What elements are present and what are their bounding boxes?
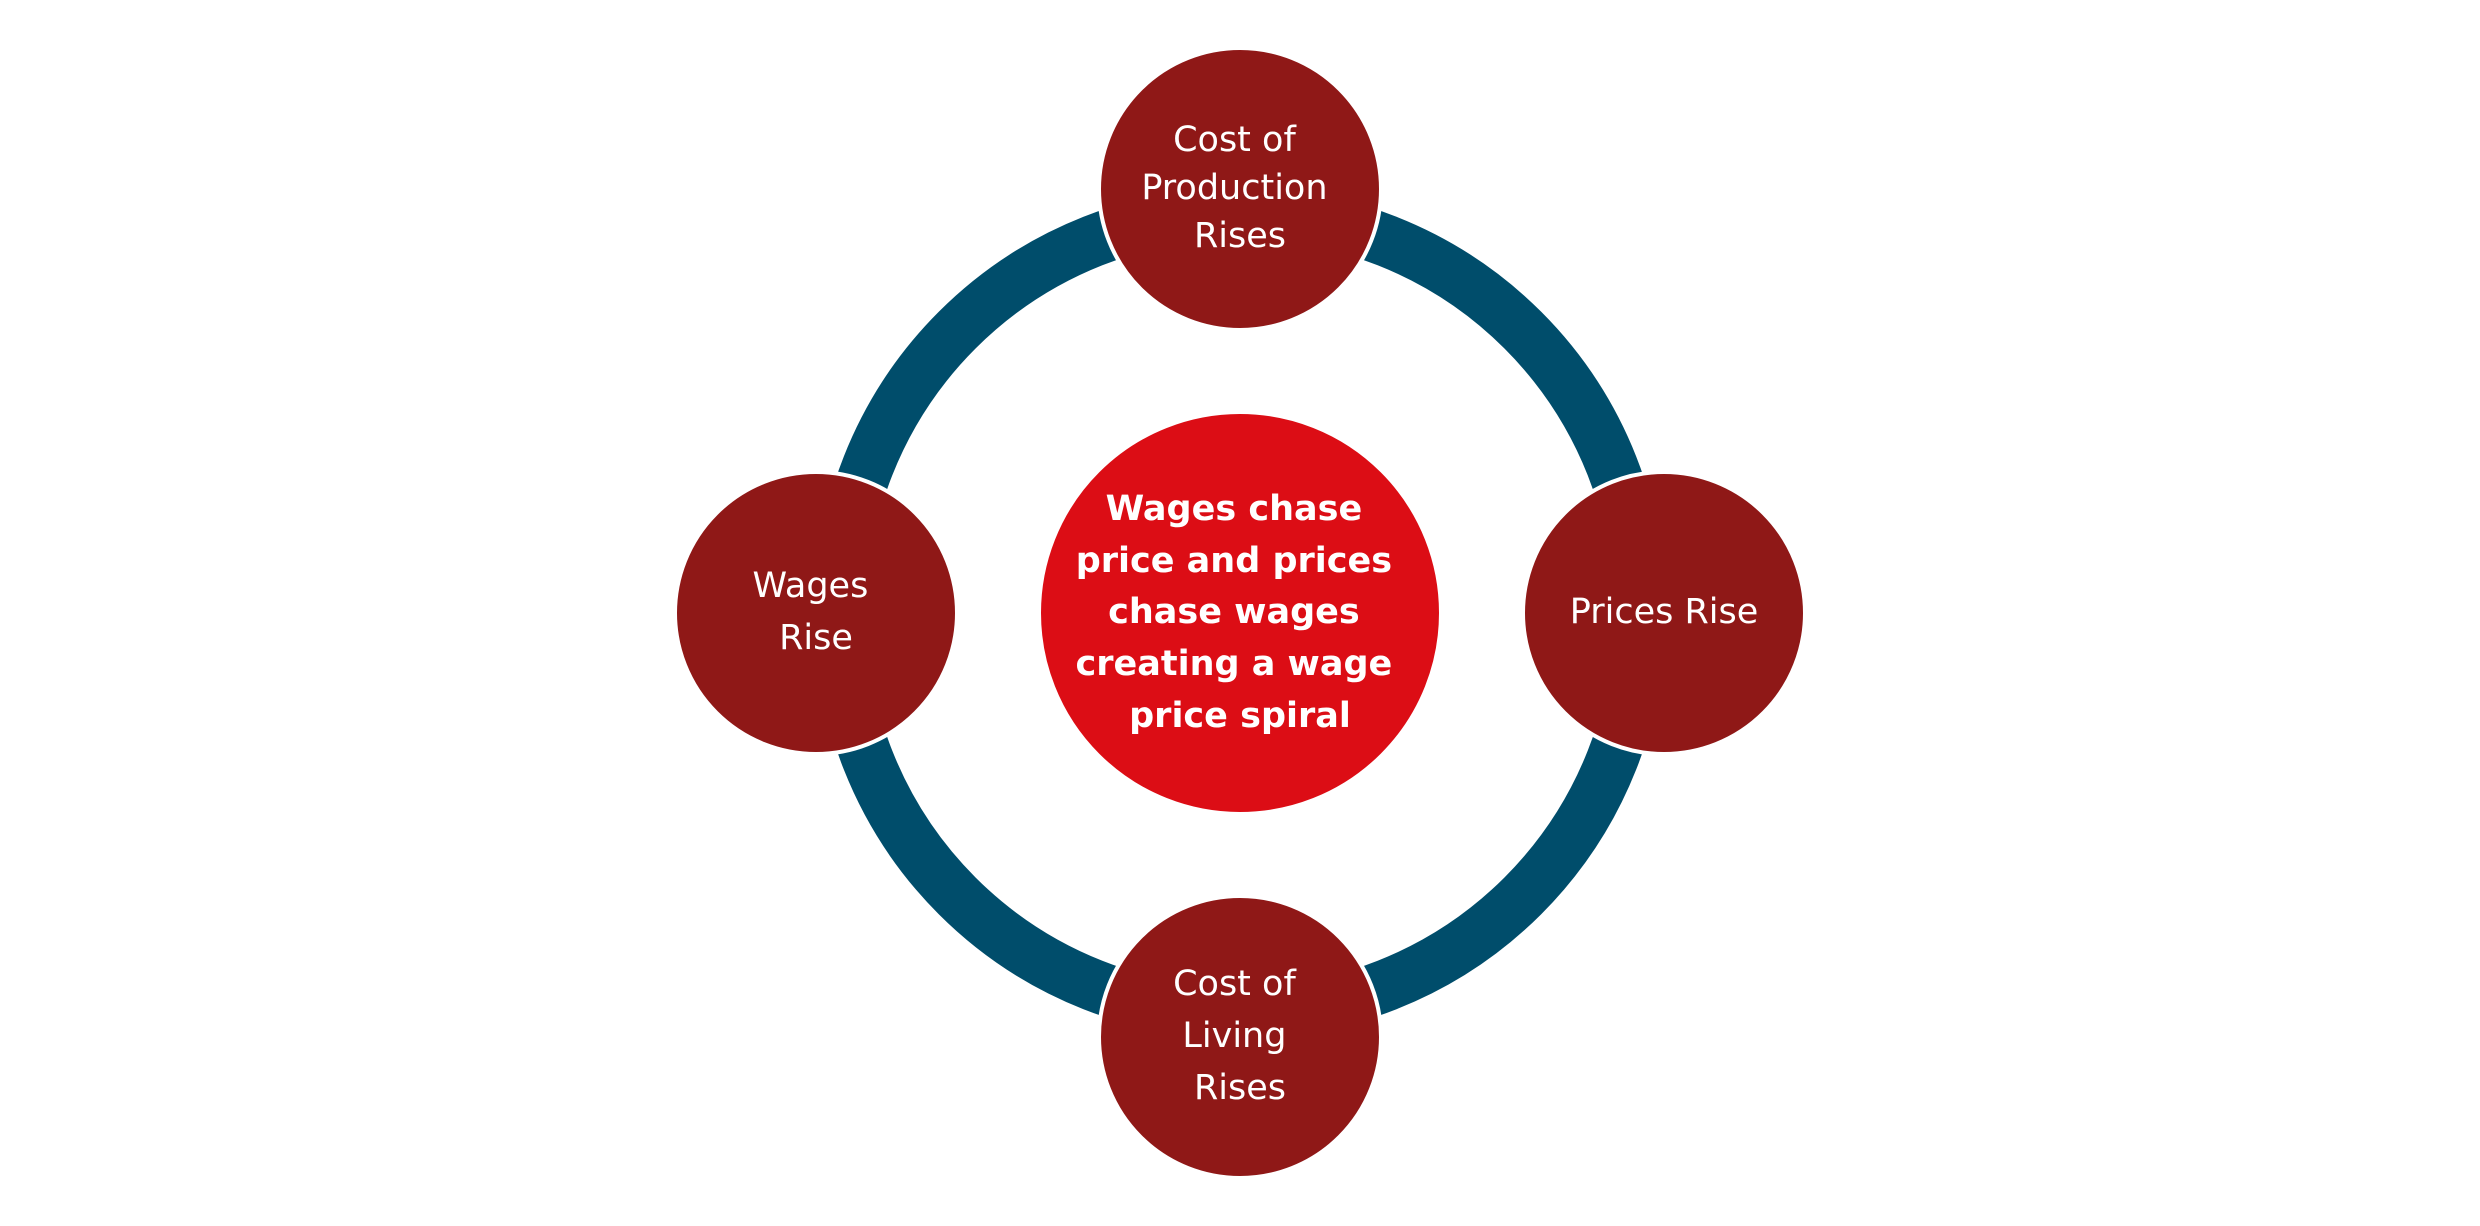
node-circle-right xyxy=(1521,470,1807,756)
node-top-line-2: Production xyxy=(1141,168,1327,208)
node-bottom-line-1: Cost of xyxy=(1173,964,1296,1004)
node-cost-of-production-rises: Cost of Production Rises xyxy=(1097,46,1383,332)
center-line-2: price and prices xyxy=(1076,541,1392,581)
node-circle-bottom xyxy=(1097,894,1383,1180)
node-label-top: Cost of Production Rises xyxy=(1141,120,1338,256)
node-cost-of-living-rises: Cost of Living Rises xyxy=(1097,894,1383,1180)
center-line-4: creating a wage xyxy=(1076,644,1393,684)
node-bottom-line-3: Rises xyxy=(1194,1068,1286,1108)
node-left-line-2: Rise xyxy=(779,618,853,658)
center-line-5: price spiral xyxy=(1129,696,1351,736)
center-line-3: chase wages xyxy=(1108,592,1360,632)
node-prices-rise: Prices Rise xyxy=(1521,470,1807,756)
node-bottom-line-2: Living xyxy=(1182,1016,1286,1056)
center-circle xyxy=(1037,410,1443,816)
center-line-1: Wages chase xyxy=(1106,489,1363,529)
center-label: Wages chase price and prices chase wages… xyxy=(1076,489,1405,736)
node-wages-rise: Wages Rise xyxy=(673,470,959,756)
node-label-bottom: Cost of Living Rises xyxy=(1173,964,1307,1108)
node-right-line-1: Prices Rise xyxy=(1570,592,1759,632)
node-top-line-3: Rises xyxy=(1194,216,1286,256)
center-node: Wages chase price and prices chase wages… xyxy=(1037,410,1443,816)
node-left-line-1: Wages xyxy=(753,566,869,606)
node-circle-left xyxy=(673,470,959,756)
node-circle-top xyxy=(1097,46,1383,332)
node-label-right: Prices Rise xyxy=(1570,592,1759,632)
node-top-line-1: Cost of xyxy=(1173,120,1296,160)
node-label-left: Wages Rise xyxy=(753,566,880,658)
